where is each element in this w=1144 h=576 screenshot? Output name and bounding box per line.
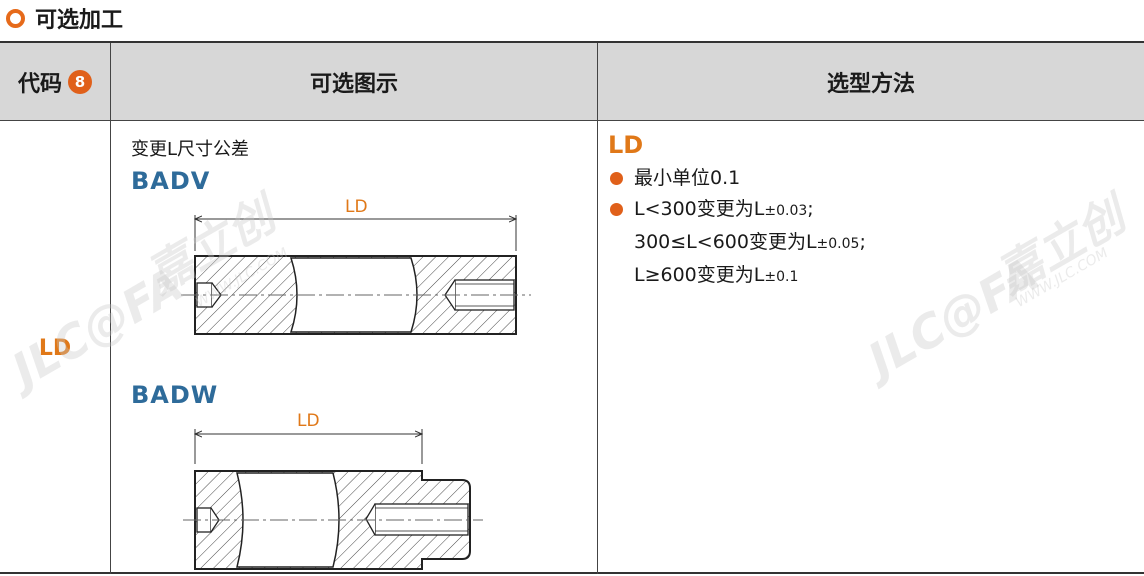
- badv-drawing: [181, 215, 531, 570]
- section-title-text: 可选加工: [35, 8, 124, 33]
- header-figure: 可选图示: [309, 72, 398, 97]
- tolerance-text: ±0.05: [816, 236, 860, 252]
- list-item-line: L<300变更为L±0.03;: [634, 194, 1028, 227]
- options-table: 代码 8 可选图示 选型方法 LD 变更L尺寸公差 BADV BADW LD L…: [0, 41, 1144, 574]
- tolerance-text: ±0.1: [764, 269, 799, 285]
- header-code-label: 代码: [17, 72, 62, 97]
- list-item-line: L≥600变更为L±0.1: [634, 260, 1028, 293]
- list-item: L<300变更为L±0.03; 300≤L<600变更为L±0.05; L≥60…: [608, 194, 1028, 293]
- tolerance-text: ±0.03: [764, 203, 808, 219]
- section-title: 可选加工: [0, 0, 123, 36]
- header-method: 选型方法: [826, 72, 915, 97]
- list-item-text: 300≤L<600变更为L: [634, 231, 817, 253]
- bullet-icon: [610, 203, 623, 216]
- method-list: 最小单位0.1 L<300变更为L±0.03; 300≤L<600变更为L±0.…: [608, 163, 1028, 293]
- circle-icon: [6, 8, 25, 28]
- model-badw: BADW: [131, 381, 219, 409]
- list-item-line: 300≤L<600变更为L±0.05;: [634, 227, 1028, 260]
- method-cell: LD 最小单位0.1 L<300变更为L±0.03; 300≤L<600变更为L…: [598, 123, 1144, 574]
- dimension-label-badw: LD: [297, 411, 320, 431]
- figure-cell: 变更L尺寸公差 BADV BADW LD LD: [111, 123, 597, 574]
- code-cell: LD: [0, 123, 110, 574]
- header-code: 代码 8: [0, 43, 110, 121]
- code-value: LD: [38, 336, 72, 361]
- list-item-text: L<300变更为L: [634, 198, 765, 220]
- column-divider: [597, 43, 598, 574]
- model-badv: BADV: [131, 167, 211, 195]
- table-header: [0, 43, 1144, 121]
- bullet-icon: [610, 172, 623, 185]
- figure-caption: 变更L尺寸公差: [131, 139, 250, 160]
- list-item-text: ;: [859, 231, 866, 253]
- list-item-text: L≥600变更为L: [634, 264, 765, 286]
- list-item-text: ;: [807, 198, 814, 220]
- dimension-label-badv: LD: [345, 197, 368, 217]
- method-title: LD: [608, 131, 644, 159]
- code-badge: 8: [68, 70, 92, 94]
- list-item-text: 最小单位0.1: [634, 167, 741, 189]
- list-item: 最小单位0.1: [608, 163, 1028, 194]
- column-divider: [110, 43, 111, 574]
